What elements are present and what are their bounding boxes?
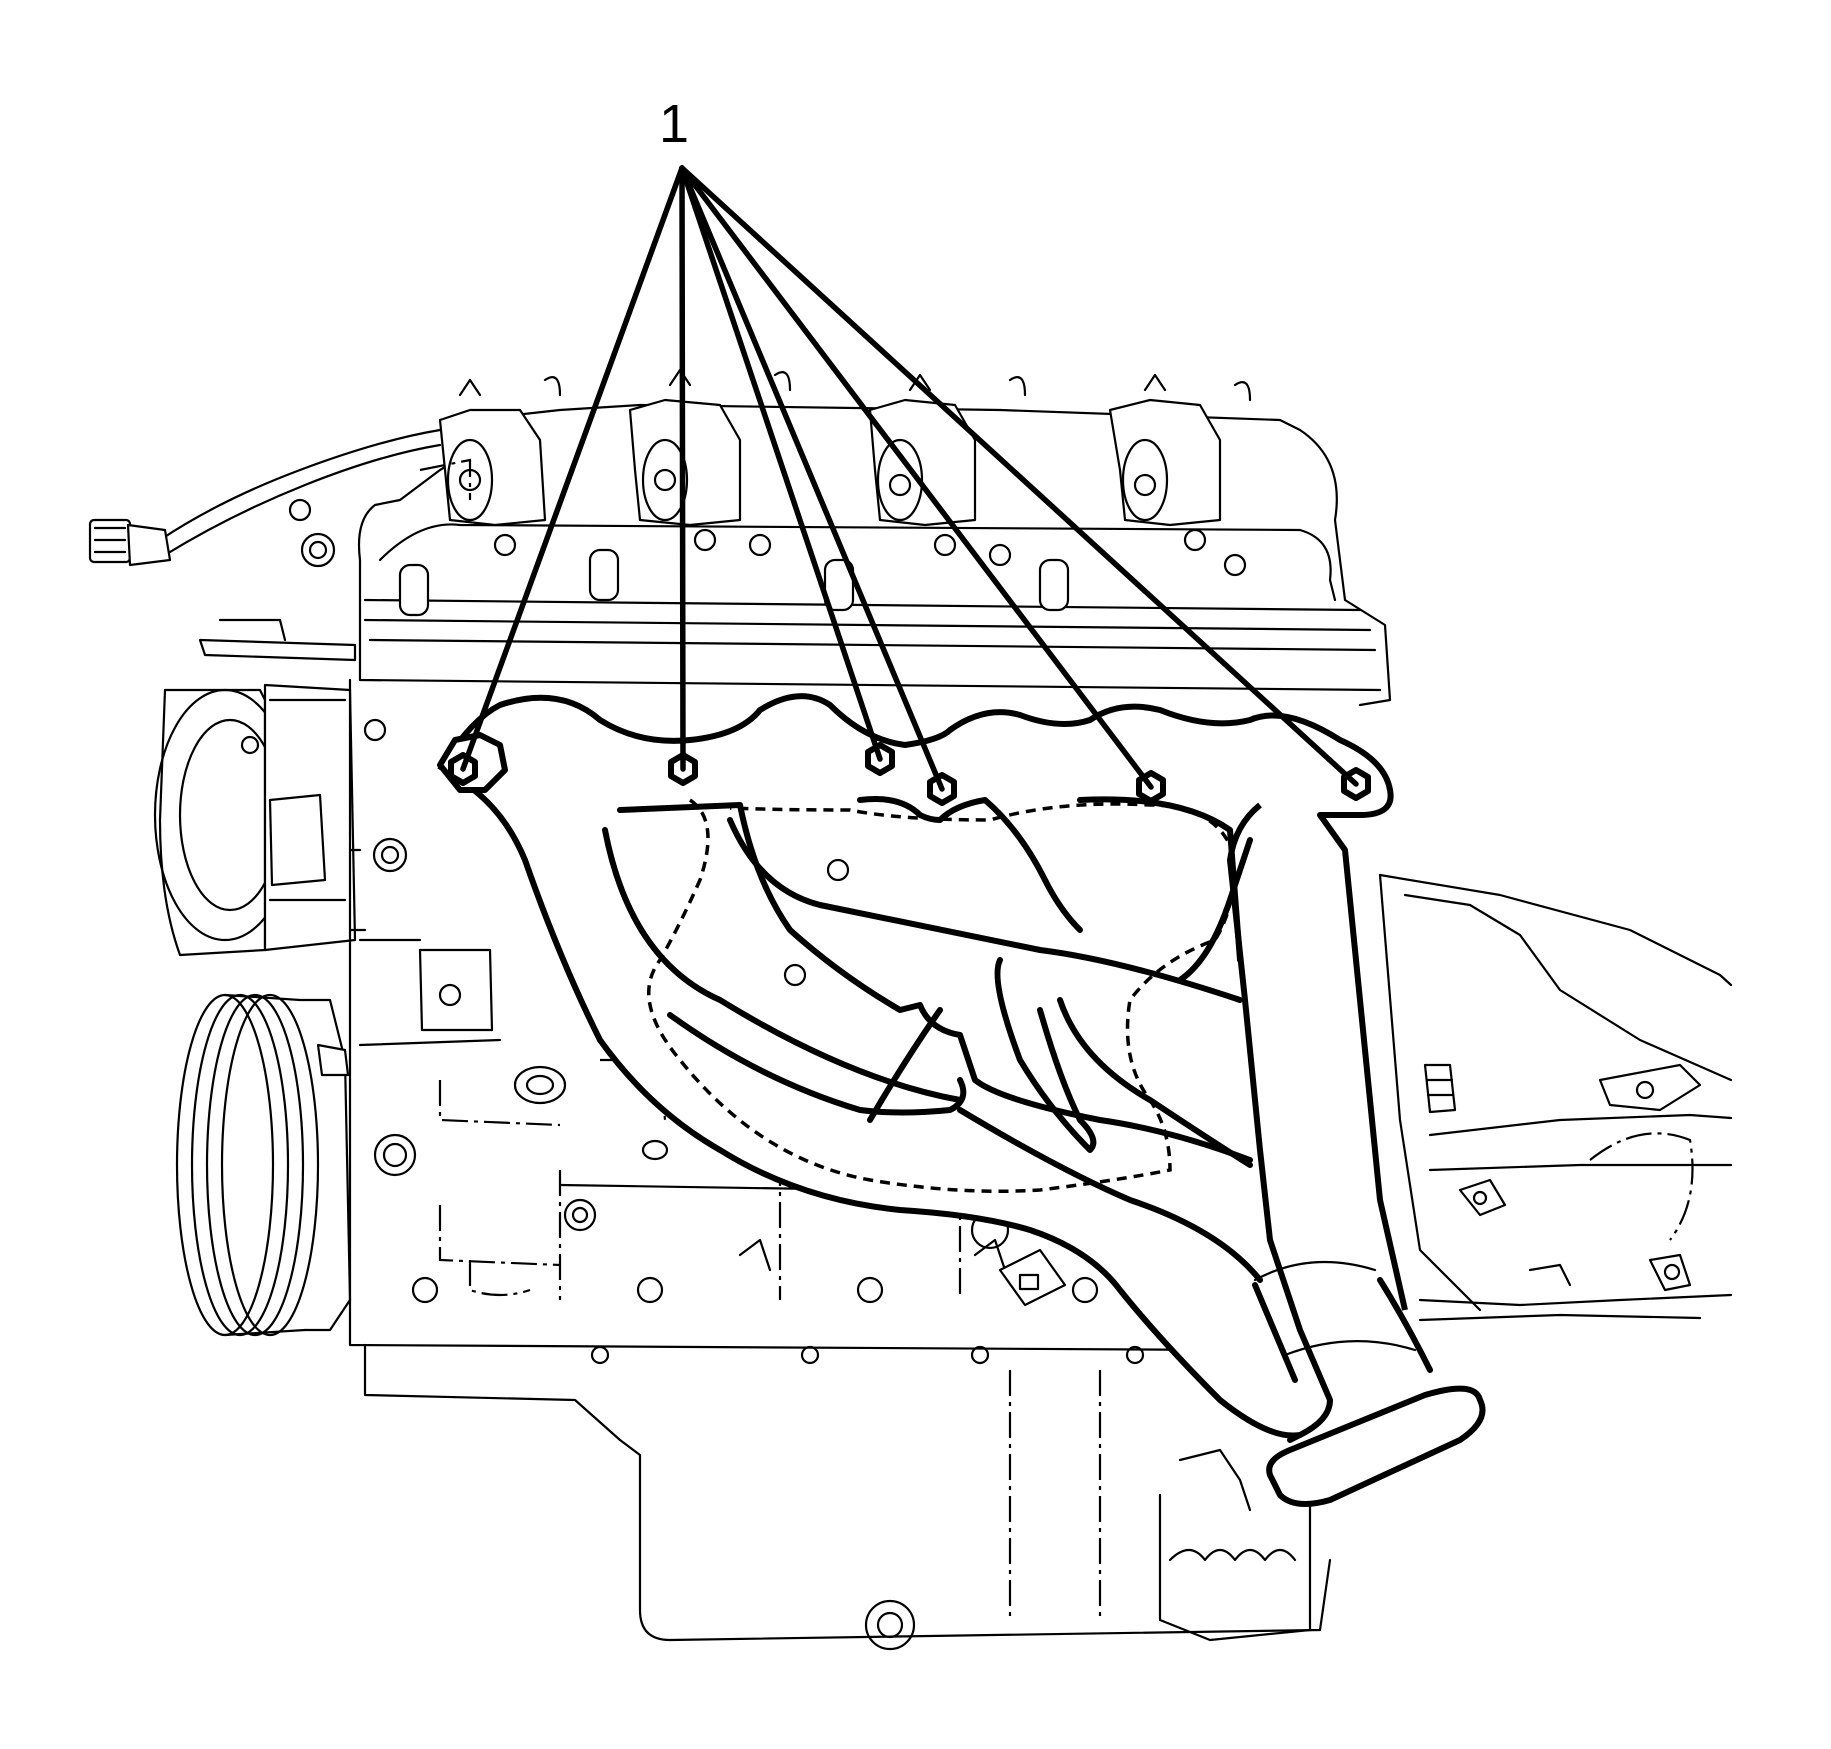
oil-pan — [363, 1343, 1332, 1651]
leader-line — [679, 165, 1359, 787]
accessory-drive — [153, 683, 357, 1337]
leader-line — [460, 165, 685, 772]
cylinder-head — [198, 368, 1392, 707]
exhaust-manifold — [437, 693, 1486, 1507]
callout-1: 1 — [460, 94, 1359, 792]
callout-leader-lines — [460, 165, 1359, 792]
ignition-coils — [438, 368, 1252, 527]
knock-sensor — [970, 1210, 1067, 1307]
oil-filter — [1158, 1493, 1312, 1642]
leader-line — [679, 165, 686, 772]
leader-line — [679, 165, 1154, 790]
transmission — [1378, 873, 1733, 1322]
leader-line — [679, 165, 945, 792]
leader-line — [679, 165, 883, 762]
wiring-harness — [88, 428, 442, 567]
callout-label: 1 — [659, 94, 689, 154]
engine-block — [348, 678, 1261, 1396]
valve-cover-posts — [398, 548, 1070, 617]
